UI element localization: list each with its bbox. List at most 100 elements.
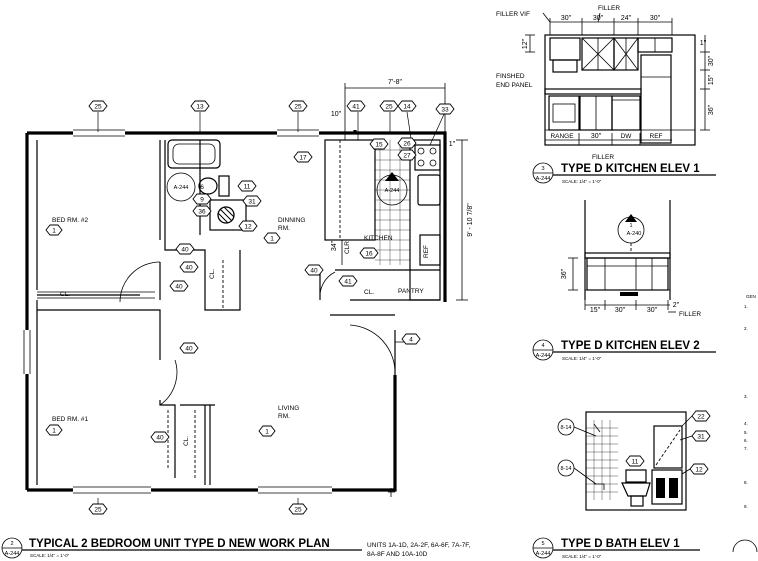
end-panel-label: FINSHED <box>496 73 525 80</box>
tag: 40 <box>181 247 189 254</box>
detail-sheet: A-244 <box>536 176 551 182</box>
range <box>548 95 580 131</box>
dim-kitchen-width: 7'-8" <box>388 79 402 86</box>
burner <box>429 147 437 155</box>
kitchen-island <box>324 139 376 241</box>
vanity <box>651 469 683 505</box>
kitchen-elevation-2 <box>568 200 676 313</box>
dim: 12" <box>522 38 529 49</box>
tag: 25 <box>385 104 393 111</box>
elevation-outline <box>585 411 687 511</box>
room-label-bed1: BED RM. #1 <box>52 416 89 423</box>
countertop <box>544 88 642 95</box>
tile-pattern <box>586 420 618 500</box>
dim: 36" <box>561 268 568 279</box>
kitchen-elevation-1-text: FILLER VIF FILLER 30" 30" 24" 30" 12" 30… <box>496 5 716 184</box>
tag: 40 <box>185 265 193 272</box>
toilet <box>198 177 218 195</box>
tag: 40 <box>156 435 164 442</box>
section-ref: A-244 <box>385 188 400 194</box>
plan-dimensions: 7'-8" 9' - 10 7/8" 34" 10" 1" <box>331 79 474 251</box>
units-line: 8A-8F AND 10A-10D <box>367 551 428 558</box>
dim: 15" <box>590 307 601 314</box>
tag: 27 <box>403 153 411 160</box>
dim-10: 10" <box>331 111 342 118</box>
note-number: 9. <box>744 504 748 509</box>
room-label-kitchen: KITCHEN <box>364 235 393 242</box>
room-label-bed2: BED RM. #2 <box>52 217 89 224</box>
section-sheet: A-240 <box>627 231 642 237</box>
units-line: UNITS 1A-1D, 2A-2F, 6A-6F, 7A-7F, <box>367 542 471 549</box>
tag: 6 <box>200 184 204 191</box>
bathtub-inner <box>172 143 216 165</box>
section-arrow <box>385 172 399 181</box>
detail-ref: 8-14 <box>560 466 571 472</box>
room-label-living: LIVING <box>278 405 299 412</box>
tag: 15 <box>375 142 383 149</box>
room-note: 1 <box>265 429 269 436</box>
dim: 30" <box>591 133 602 140</box>
dim: 36" <box>708 104 715 115</box>
dim: 2" <box>673 302 680 309</box>
range-hood <box>552 59 578 73</box>
base-cabinets <box>586 257 669 291</box>
tag: 13 <box>196 104 204 111</box>
dim-34: 34" <box>331 240 338 251</box>
dim: 30" <box>593 15 604 22</box>
drawing-scale: SCALE: 1/4" = 1'-0" <box>562 179 602 184</box>
tag: 11 <box>632 459 639 466</box>
dim-kitchen-height: 9' - 10 7/8" <box>467 203 474 237</box>
tag: 33 <box>441 107 449 114</box>
tag: 4 <box>409 337 413 344</box>
grab-bar <box>594 483 605 490</box>
tag: 25 <box>94 507 102 514</box>
burner <box>417 159 425 167</box>
general-notes: GEN 1. 2. 3. 4. 5. 6. 7. 8. 9. <box>732 294 758 553</box>
tag: 41 <box>352 104 360 111</box>
closet-label: CL. <box>183 436 190 446</box>
shower-head <box>593 423 601 433</box>
north-arrow-partial <box>732 539 758 553</box>
closet-label: CL. <box>209 269 216 279</box>
room-note: 1 <box>270 236 274 243</box>
filler-vif-label: FILLER VIF <box>496 11 530 18</box>
end-panel-label: END PANEL <box>496 82 533 89</box>
dim: 30" <box>650 15 661 22</box>
kitchen-tile-grid <box>375 140 410 265</box>
vanity-door <box>656 478 665 498</box>
room-label-dining: DINNING <box>278 217 305 224</box>
refrigerator <box>640 54 672 144</box>
bath-elevation <box>557 410 711 511</box>
note-number: 8. <box>744 480 748 485</box>
tag: 12 <box>695 467 703 474</box>
detail-number: 2 <box>10 541 13 547</box>
detail-sheet: A-244 <box>5 551 20 557</box>
bath-elevation-text: 22 31 11 12 8-14 8-14 <box>560 414 705 474</box>
dishwasher <box>611 95 641 131</box>
plan-exterior-wall <box>25 130 447 492</box>
toilet-bowl <box>621 482 651 497</box>
dim: 24" <box>621 15 632 22</box>
room-label-dining: RM. <box>278 225 290 232</box>
tag: 31 <box>697 434 705 441</box>
dw-label: DW <box>621 133 633 140</box>
toilet-base <box>630 495 644 507</box>
door-swing <box>319 271 336 301</box>
plan-tag-texts: 25 13 25 41 25 14 33 17 15 26 27 16 11 3… <box>52 104 449 514</box>
door-swing <box>119 261 161 303</box>
toilet-tank <box>218 175 230 197</box>
section-arrow <box>625 214 637 222</box>
closet-label: CL. <box>364 289 374 296</box>
room-label-pantry: PANTRY <box>398 288 424 295</box>
refrigerator <box>419 234 441 266</box>
filler-label: FILLER <box>598 5 620 12</box>
room-labels: BED RM. #2 BED RM. #1 DINNING RM. LIVING… <box>52 185 430 446</box>
drawing-scale: SCALE: 1/4" = 1'-0" <box>562 554 602 559</box>
tag: 25 <box>294 104 302 111</box>
dim: 15" <box>708 74 715 85</box>
tag: 40 <box>310 268 318 275</box>
sink-hatch <box>217 206 235 224</box>
dim: 1" <box>700 40 707 47</box>
tag: 11 <box>244 184 251 191</box>
section-target <box>166 172 196 202</box>
